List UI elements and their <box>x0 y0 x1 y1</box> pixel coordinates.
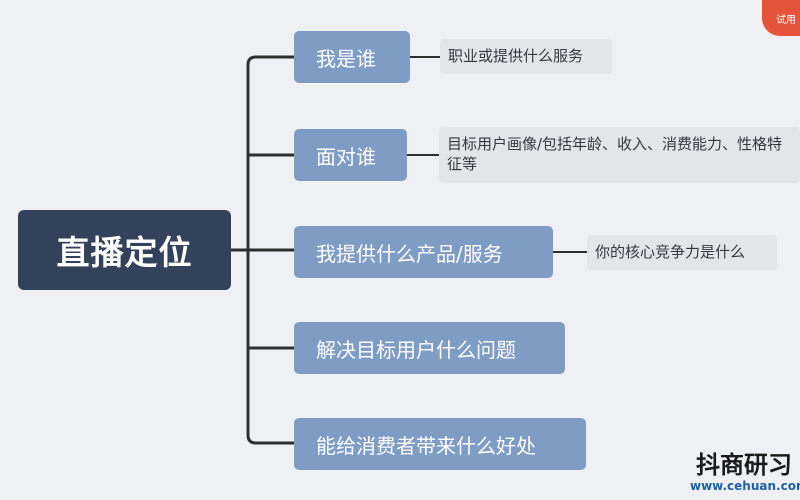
branch-what-problem[interactable]: 解决目标用户什么问题 <box>294 322 565 374</box>
branch-what-product[interactable]: 我提供什么产品/服务 <box>294 226 553 278</box>
branch-who-to-face[interactable]: 面对谁 <box>294 129 407 181</box>
note-who-am-i[interactable]: 职业或提供什么服务 <box>440 39 612 74</box>
branch-what-benefit[interactable]: 能给消费者带来什么好处 <box>294 418 586 470</box>
branch-who-am-i[interactable]: 我是谁 <box>294 31 410 83</box>
trial-badge[interactable]: 试用 <box>762 0 800 36</box>
watermark-url: www.cehuan.com <box>690 479 800 493</box>
watermark-brand: 抖商研习 <box>696 451 792 479</box>
root-node[interactable]: 直播定位 <box>18 210 231 290</box>
note-what-product[interactable]: 你的核心竞争力是什么 <box>587 235 777 270</box>
note-who-to-face[interactable]: 目标用户画像/包括年龄、收入、消费能力、性格特征等 <box>439 127 800 183</box>
